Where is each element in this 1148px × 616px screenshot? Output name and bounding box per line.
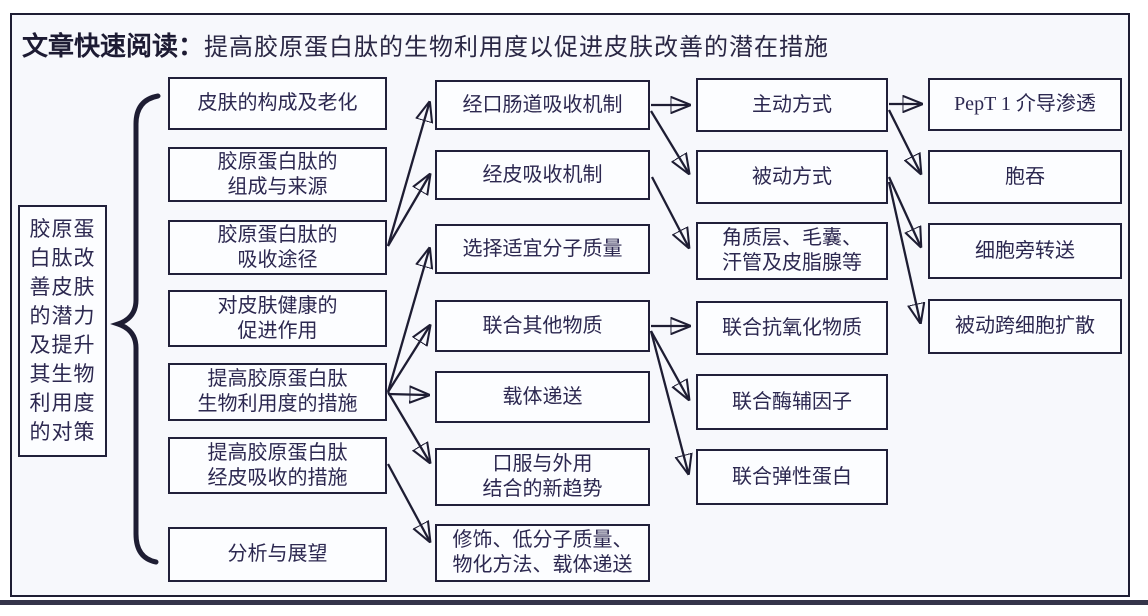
node-root-collagen-peptide-strategy: 胶原蛋 白肽改 善皮肤 的潜力 及提升 其生物 利用度 的对策 xyxy=(18,205,107,457)
figure-title-text: 提高胶原蛋白肽的生物利用度以促进皮肤改善的潜在措施 xyxy=(204,35,830,61)
node-endocytosis: 胞吞 xyxy=(928,150,1122,204)
node-combine-elastin: 联合弹性蛋白 xyxy=(696,449,888,505)
node-collagen-peptide-absorption-routes: 胶原蛋白肽的 吸收途径 xyxy=(168,220,387,275)
node-combine-antioxidants: 联合抗氧化物质 xyxy=(696,301,888,355)
node-bioavailability-improvement-measures: 提高胶原蛋白肽 生物利用度的措施 xyxy=(168,363,387,421)
node-active-mode: 主动方式 xyxy=(696,78,888,132)
node-paracellular-transport: 细胞旁转送 xyxy=(928,223,1122,279)
node-passive-transcellular-diffusion: 被动跨细胞扩散 xyxy=(928,299,1122,354)
figure-title-label: 文章快速阅读： xyxy=(22,31,205,61)
node-transdermal-absorption-mechanism: 经皮吸收机制 xyxy=(435,150,650,200)
node-suitable-molecular-weight: 选择适宜分子质量 xyxy=(435,224,650,274)
node-stratum-corneum-follicle: 角质层、毛囊、 汗管及皮脂腺等 xyxy=(696,222,888,280)
node-skin-health-promotion: 对皮肤健康的 促进作用 xyxy=(168,290,387,347)
node-collagen-peptide-composition-sources: 胶原蛋白肽的 组成与来源 xyxy=(168,147,387,202)
node-skin-composition-aging: 皮肤的构成及老化 xyxy=(168,77,387,130)
node-analysis-outlook: 分析与展望 xyxy=(168,527,387,582)
node-combine-enzyme-cofactors: 联合酶辅因子 xyxy=(696,374,888,430)
node-oral-intestinal-absorption: 经口肠道吸收机制 xyxy=(435,80,650,130)
figure-title: 文章快速阅读：提高胶原蛋白肽的生物利用度以促进皮肤改善的潜在措施 xyxy=(22,26,1022,63)
node-carrier-delivery: 载体递送 xyxy=(435,371,650,423)
node-pept1-mediated-permeation: PepT 1 介导渗透 xyxy=(928,78,1122,131)
node-passive-mode: 被动方式 xyxy=(696,150,888,204)
node-transdermal-absorption-measures: 提高胶原蛋白肽 经皮吸收的措施 xyxy=(168,437,387,494)
node-oral-topical-combination-trend: 口服与外用 结合的新趋势 xyxy=(435,448,650,506)
node-modification-methods: 修饰、低分子质量、 物化方法、载体递送 xyxy=(435,524,650,582)
bottom-divider-bar xyxy=(0,600,1148,605)
node-combine-other-substances: 联合其他物质 xyxy=(435,300,650,352)
